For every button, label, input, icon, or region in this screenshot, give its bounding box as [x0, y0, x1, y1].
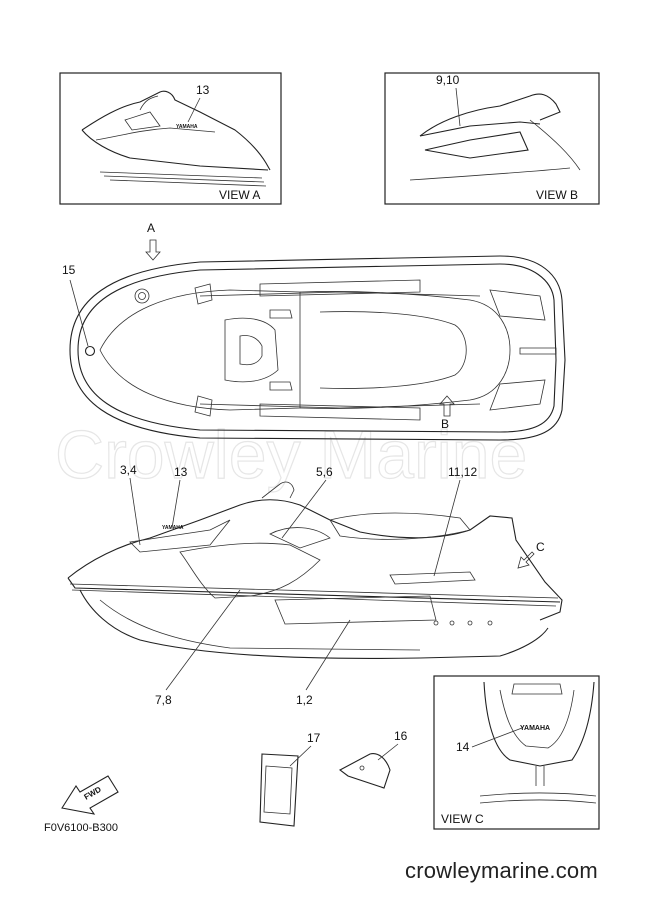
view-a-hull-mid — [81, 129, 269, 171]
arrow-b-label: B — [441, 417, 449, 431]
view-b-callout: 9,10 — [436, 73, 460, 87]
side-decal-5-6 — [269, 527, 331, 549]
side-callout-13: 13 — [174, 465, 188, 479]
view-a-callout: 13 — [196, 83, 210, 97]
side-brand: YAMAHA — [162, 525, 184, 531]
side-decal-7-8 — [179, 542, 321, 599]
side-seat — [329, 512, 471, 540]
arrow-a-icon — [145, 239, 161, 261]
view-a-title: VIEW A — [219, 188, 260, 202]
view-b-frame — [384, 72, 600, 205]
side-callout-5-6: 5,6 — [316, 465, 333, 479]
top-seat — [299, 291, 511, 409]
site-footer: crowleymarine.com — [405, 858, 598, 883]
side-rub-rail — [67, 577, 561, 603]
arrow-a-label: A — [147, 221, 155, 235]
top-deck-bow — [99, 289, 301, 411]
top-bow-eye — [84, 345, 96, 357]
view-c-stern — [483, 681, 595, 767]
view-a-rub-rail — [99, 171, 267, 187]
arrow-b-icon — [439, 395, 455, 417]
view-b-seat — [419, 93, 561, 137]
svg-text:YAMAHA: YAMAHA — [176, 124, 198, 130]
side-decal-11-12 — [389, 571, 476, 585]
part-17-callout: 17 — [307, 731, 321, 745]
side-mirror — [261, 481, 295, 499]
view-a-panel: 13 YAMAHA VIEW A — [59, 72, 282, 205]
part-16: 16 — [338, 729, 408, 789]
side-hull-bottom — [79, 589, 549, 659]
side-callout-1-2: 1,2 — [296, 693, 313, 707]
side-deck-line — [67, 499, 563, 621]
fwd-arrow-icon: FWD — [61, 775, 119, 815]
view-c-brand: YAMAHA — [520, 725, 550, 732]
arrow-c-label: C — [536, 540, 545, 554]
view-b-title: VIEW B — [536, 188, 578, 202]
fwd-label: FWD — [83, 785, 103, 802]
view-c-rails — [479, 792, 597, 804]
top-console — [224, 317, 279, 383]
view-b-deck-panel — [424, 131, 529, 159]
view-c-panel: YAMAHA 14 VIEW C — [433, 675, 600, 830]
side-decal-3-4 — [129, 519, 231, 553]
view-a-hull-top — [81, 90, 271, 171]
arrow-c-icon — [517, 551, 535, 569]
view-b-panel: 9,10 VIEW B — [384, 72, 600, 205]
side-callout-7-8: 7,8 — [155, 693, 172, 707]
diagram-code: F0V6100-B300 — [44, 822, 118, 834]
view-a-frame — [59, 72, 282, 205]
view-c-title: VIEW C — [441, 812, 484, 826]
side-decal-1-2 — [274, 595, 437, 625]
top-callout-15: 15 — [62, 263, 76, 277]
side-callout-3-4: 3,4 — [120, 463, 137, 477]
part-16-shape — [338, 753, 391, 789]
top-view: A 15 B — [62, 221, 566, 441]
part-17: 17 — [259, 731, 321, 827]
view-c-callout: 14 — [456, 740, 470, 754]
side-view: YAMAHA 3,4 13 5,6 11,12 7,8 1,2 C — [67, 463, 563, 707]
side-callout-11-12: 11,12 — [448, 465, 477, 479]
view-c-frame — [433, 675, 600, 830]
part-16-callout: 16 — [394, 729, 408, 743]
top-hull-outline — [69, 255, 566, 441]
part-17-shape — [259, 753, 299, 827]
top-fuel-cap — [134, 288, 150, 304]
watermark-text: Crowley Marine — [55, 417, 527, 493]
